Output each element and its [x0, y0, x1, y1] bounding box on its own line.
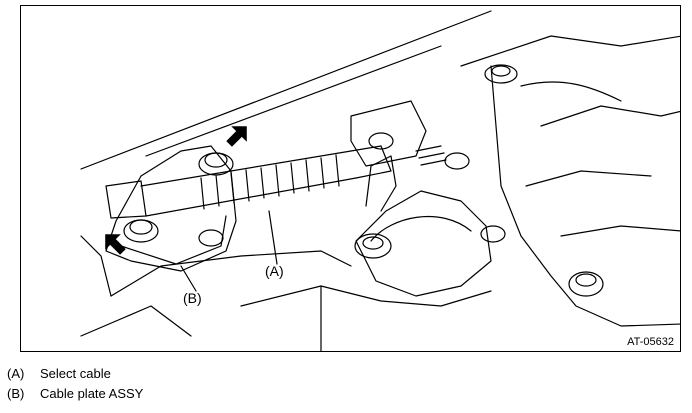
body-edge-line	[80, 10, 492, 170]
legend-text: Select cable	[40, 366, 111, 381]
bolt-head	[575, 273, 597, 287]
housing-rib	[520, 81, 622, 102]
connector-socket	[368, 132, 394, 150]
lever-housing	[355, 190, 492, 297]
pointer-arrow-icon	[226, 126, 247, 147]
housing-rib	[525, 170, 652, 187]
figure-reference-code: AT-05632	[627, 336, 674, 348]
legend-item: (B) Cable plate ASSY	[7, 384, 143, 404]
callout-label-a: (A)	[265, 263, 284, 279]
bolt	[123, 219, 159, 243]
bolt-head	[129, 219, 153, 235]
select-cable-boot	[140, 150, 357, 217]
diagram-figure: (A) (B) AT-05632	[20, 5, 681, 352]
bolt	[480, 225, 506, 243]
cable-plate-outline	[105, 145, 237, 272]
bolt	[568, 271, 604, 297]
callout-label-b: (B)	[183, 290, 202, 306]
lever-pivot-inner	[362, 236, 384, 250]
housing-rib	[540, 105, 680, 127]
cable-fitting	[105, 180, 147, 219]
leader-line-b	[180, 265, 197, 292]
lever-housing-rim	[370, 215, 472, 242]
bolt	[198, 229, 224, 247]
legend-item: (A) Select cable	[7, 364, 143, 384]
boot-corrugations	[200, 154, 340, 210]
lever-pivot	[354, 233, 392, 259]
cable-plate-inner-edge	[120, 215, 227, 265]
leader-line-a	[268, 210, 278, 265]
legend-key: (A)	[7, 366, 25, 381]
lever-arm	[365, 155, 397, 212]
connector-block	[350, 100, 427, 167]
body-edge-line	[80, 305, 192, 337]
bolt-head	[204, 152, 228, 168]
pointer-arrow-icon	[105, 234, 126, 255]
housing-rib	[560, 225, 680, 237]
body-edge-line	[110, 250, 352, 297]
bolt-head	[491, 65, 511, 77]
drawing: (A) (B)	[80, 10, 680, 351]
bolt	[444, 152, 470, 170]
body-edge-line	[80, 235, 112, 297]
legend: (A) Select cable (B) Cable plate ASSY	[7, 364, 143, 404]
bolt	[198, 152, 234, 176]
body-edge-line	[145, 45, 442, 157]
bolt	[484, 64, 518, 84]
legend-text: Cable plate ASSY	[40, 386, 144, 401]
legend-key: (B)	[7, 386, 25, 401]
housing-outline	[490, 65, 680, 327]
housing-outline	[460, 35, 680, 67]
body-edge-line	[240, 285, 492, 307]
spring	[415, 145, 447, 166]
